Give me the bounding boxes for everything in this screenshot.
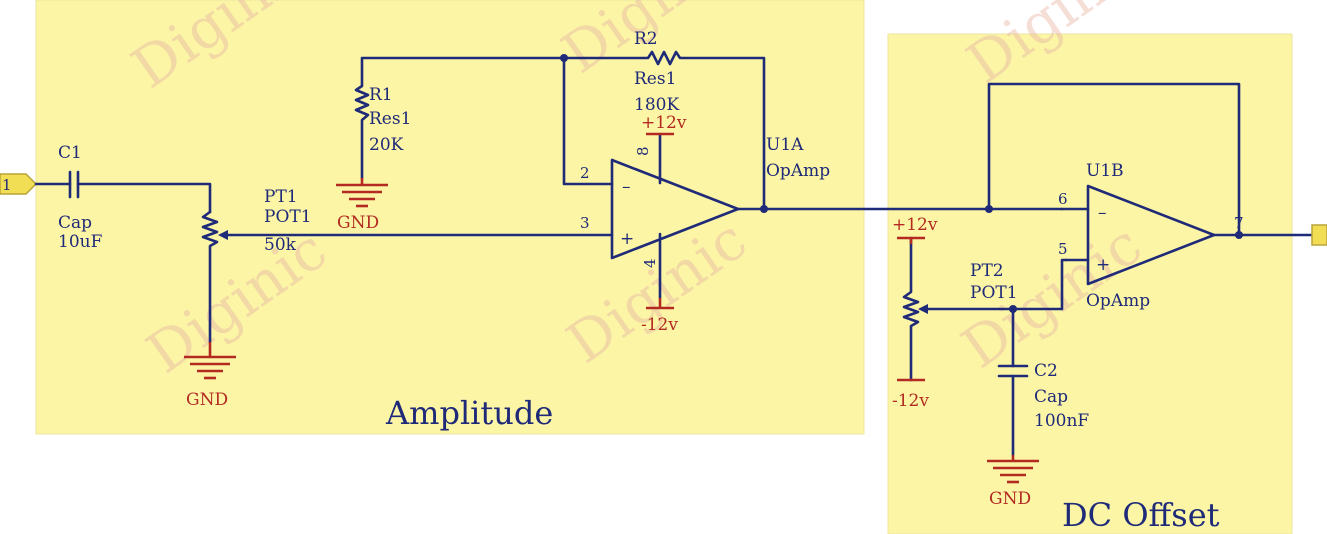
pt1-value: 50k <box>264 235 297 255</box>
u1a-type: OpAmp <box>766 161 830 181</box>
u1b-ref: U1B <box>1086 161 1124 181</box>
pt2-potentiometer: PT2 POT1 <box>902 236 1068 382</box>
c1-type: Cap <box>58 213 92 233</box>
c2-ref: C2 <box>1034 361 1058 381</box>
gnd-symbol-1: GND <box>336 178 388 233</box>
svg-text:+: + <box>620 229 634 249</box>
c2-value: 100nF <box>1034 411 1089 431</box>
u1a-pin-inv: 2 <box>580 164 590 182</box>
u1a-ref: U1A <box>766 135 804 155</box>
gnd1-label: GND <box>337 213 379 233</box>
svg-text:1: 1 <box>2 176 12 194</box>
amplitude-panel <box>35 0 865 435</box>
u1a-opamp: – + 2 3 8 4 U1A OpAmp <box>580 132 830 300</box>
u1b-pin-out: 7 <box>1234 214 1244 232</box>
u1b-opamp: – + 6 5 7 U1B OpAmp <box>1058 161 1244 311</box>
svg-text:–: – <box>622 177 631 197</box>
svg-text:–: – <box>1098 203 1107 223</box>
r2-resistor: R2 Res1 180K <box>560 29 766 211</box>
r1-ref: R1 <box>369 85 393 105</box>
dc-offset-title: DC Offset <box>1062 496 1220 534</box>
c1-value: 10uF <box>58 232 103 252</box>
r2-ref: R2 <box>634 29 658 49</box>
pt1-ref: PT1 <box>264 187 298 207</box>
r1-type: Res1 <box>369 109 411 129</box>
pt1-potentiometer: PT1 POT1 50k <box>201 187 614 344</box>
r1-resistor: R1 Res1 20K <box>354 56 566 180</box>
u1b-pin-noninv: 5 <box>1058 240 1068 258</box>
u1a-vplus-label: +12v <box>641 113 687 133</box>
pt2-type: POT1 <box>970 283 1018 303</box>
input-port <box>0 173 38 195</box>
pt2-ref: PT2 <box>970 261 1004 281</box>
pt2-power: +12v -12v <box>892 215 938 411</box>
dc-vplus-label: +12v <box>892 215 938 235</box>
dc-vminus-label: -12v <box>892 391 929 411</box>
output-port <box>1311 224 1327 246</box>
pt1-type: POT1 <box>264 207 312 227</box>
u1a-pin-noninv: 3 <box>580 214 590 232</box>
c2-capacitor: C2 Cap 100nF <box>997 307 1089 457</box>
u1b-pin-inv: 6 <box>1058 190 1068 208</box>
u1a-pin-vplus: 8 <box>634 146 652 156</box>
c1-capacitor: C1 Cap 10uF <box>34 143 212 252</box>
c2-type: Cap <box>1034 387 1068 407</box>
r1-value: 20K <box>369 135 404 155</box>
gnd2-label: GND <box>186 390 228 410</box>
u1a-pin-vminus: 4 <box>641 258 659 268</box>
u1b-type: OpAmp <box>1086 291 1150 311</box>
u1a-power: +12v -12v <box>641 113 687 335</box>
r2-value: 180K <box>634 95 679 115</box>
u1a-vminus-label: -12v <box>641 315 678 335</box>
gnd-symbol-2: GND <box>184 342 236 410</box>
svg-text:+: + <box>1096 255 1110 275</box>
r2-type: Res1 <box>634 69 676 89</box>
amplitude-title: Amplitude <box>385 394 553 432</box>
dc-gnd-label: GND <box>989 489 1031 509</box>
gnd-symbol-3: GND <box>987 455 1039 509</box>
c1-ref: C1 <box>58 143 82 163</box>
